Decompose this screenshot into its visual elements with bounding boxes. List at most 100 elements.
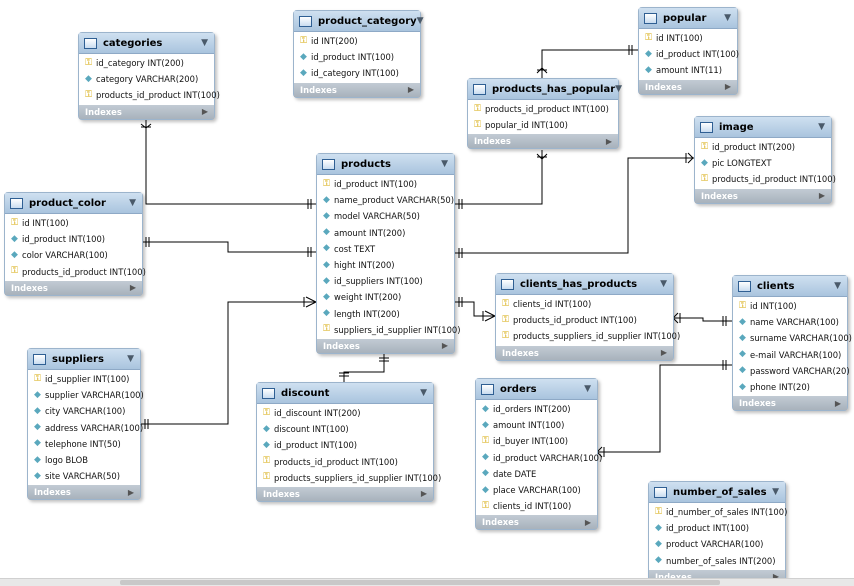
collapse-arrow-icon[interactable]: ▼ xyxy=(818,122,825,132)
column-row[interactable]: ⚿id_product INT(200) xyxy=(695,139,831,155)
column-row[interactable]: ◆category VARCHAR(200) xyxy=(79,71,214,87)
column-row[interactable]: ⚿id INT(200) xyxy=(294,33,420,49)
table-discount[interactable]: discount▼⚿id_discount INT(200)◆discount … xyxy=(256,382,441,502)
indexes-section[interactable]: Indexes▶ xyxy=(695,188,831,203)
column-row[interactable]: ◆id_product INT(100) xyxy=(257,437,433,453)
table-header[interactable]: product_category▼ xyxy=(294,11,424,32)
indexes-section[interactable]: Indexes▶ xyxy=(28,485,140,500)
column-row[interactable]: ⚿products_id_product INT(100) xyxy=(468,101,618,117)
column-row[interactable]: ⚿clients_id INT(100) xyxy=(476,498,597,514)
column-row[interactable]: ◆site VARCHAR(50) xyxy=(28,468,140,484)
column-row[interactable]: ◆id_product INT(100) xyxy=(649,520,785,536)
column-row[interactable]: ◆e-mail VARCHAR(100) xyxy=(733,347,847,363)
column-row[interactable]: ⚿id INT(100) xyxy=(5,215,142,231)
horizontal-scrollbar[interactable] xyxy=(0,578,854,586)
table-header[interactable]: orders▼ xyxy=(476,379,597,400)
expand-arrow-icon[interactable]: ▶ xyxy=(129,283,136,293)
collapse-arrow-icon[interactable]: ▼ xyxy=(660,279,667,289)
table-header[interactable]: clients_has_products▼ xyxy=(496,274,673,295)
table-products-has-popular[interactable]: products_has_popular▼⚿products_id_produc… xyxy=(467,78,622,150)
indexes-section[interactable]: Indexes▶ xyxy=(5,280,142,295)
table-popular[interactable]: popular▼⚿id INT(100)◆id_product INT(100)… xyxy=(638,7,739,95)
column-row[interactable]: ⚿id_number_of_sales INT(100) xyxy=(649,504,787,520)
table-header[interactable]: products_has_popular▼ xyxy=(468,79,622,100)
column-row[interactable]: ◆id_product INT(100) xyxy=(639,46,739,62)
table-number-of-sales[interactable]: number_of_sales▼⚿id_number_of_sales INT(… xyxy=(648,481,787,585)
column-row[interactable]: ◆place VARCHAR(100) xyxy=(476,482,597,498)
column-row[interactable]: ◆surname VARCHAR(100) xyxy=(733,330,852,346)
table-suppliers[interactable]: suppliers▼⚿id_supplier INT(100)◆supplier… xyxy=(27,348,144,501)
column-row[interactable]: ◆id_orders INT(200) xyxy=(476,401,597,417)
column-row[interactable]: ◆id_suppliers INT(100) xyxy=(317,273,454,289)
indexes-section[interactable]: Indexes▶ xyxy=(79,104,214,119)
table-image[interactable]: image▼⚿id_product INT(200)◆pic LONGTEXT⚿… xyxy=(694,116,836,204)
collapse-arrow-icon[interactable]: ▼ xyxy=(420,388,427,398)
collapse-arrow-icon[interactable]: ▼ xyxy=(615,84,623,94)
column-row[interactable]: ◆length INT(200) xyxy=(317,306,454,322)
expand-arrow-icon[interactable]: ▶ xyxy=(127,487,134,497)
table-header[interactable]: categories▼ xyxy=(79,33,214,54)
expand-arrow-icon[interactable]: ▶ xyxy=(420,489,427,499)
column-row[interactable]: ◆id_product INT(100) xyxy=(294,49,420,65)
table-orders[interactable]: orders▼◆id_orders INT(200)◆amount INT(10… xyxy=(475,378,602,531)
expand-arrow-icon[interactable]: ▶ xyxy=(818,191,825,201)
scrollbar-thumb[interactable] xyxy=(120,580,720,585)
indexes-section[interactable]: Indexes▶ xyxy=(733,396,847,411)
table-products[interactable]: products▼⚿id_product INT(100)◆name_produ… xyxy=(316,153,461,354)
column-row[interactable]: ⚿products_suppliers_id_supplier INT(100) xyxy=(257,470,441,486)
column-row[interactable]: ◆password VARCHAR(20) xyxy=(733,363,850,379)
expand-arrow-icon[interactable]: ▶ xyxy=(605,136,612,146)
expand-arrow-icon[interactable]: ▶ xyxy=(441,341,448,351)
indexes-section[interactable]: Indexes▶ xyxy=(468,134,618,149)
column-row[interactable]: ⚿id_discount INT(200) xyxy=(257,405,433,421)
column-row[interactable]: ⚿id INT(100) xyxy=(733,298,847,314)
indexes-section[interactable]: Indexes▶ xyxy=(294,82,420,97)
column-row[interactable]: ⚿id_product INT(100) xyxy=(317,176,454,192)
column-row[interactable]: ◆city VARCHAR(100) xyxy=(28,403,140,419)
column-row[interactable]: ◆logo BLOB xyxy=(28,452,140,468)
table-product-color[interactable]: product_color▼⚿id INT(100)◆id_product IN… xyxy=(4,192,146,296)
column-row[interactable]: ◆product VARCHAR(100) xyxy=(649,536,785,552)
column-row[interactable]: ◆color VARCHAR(100) xyxy=(5,247,142,263)
column-row[interactable]: ◆model VARCHAR(50) xyxy=(317,208,454,224)
column-row[interactable]: ⚿clients_id INT(100) xyxy=(496,296,673,312)
table-header[interactable]: products▼ xyxy=(317,154,454,175)
column-row[interactable]: ◆telephone INT(50) xyxy=(28,436,140,452)
expand-arrow-icon[interactable]: ▶ xyxy=(834,398,841,408)
table-header[interactable]: popular▼ xyxy=(639,8,737,29)
column-row[interactable]: ◆cost TEXT xyxy=(317,241,454,257)
indexes-section[interactable]: Indexes▶ xyxy=(257,486,433,501)
column-row[interactable]: ◆address VARCHAR(100) xyxy=(28,420,143,436)
expand-arrow-icon[interactable]: ▶ xyxy=(584,517,591,527)
table-header[interactable]: product_color▼ xyxy=(5,193,142,214)
column-row[interactable]: ◆name VARCHAR(100) xyxy=(733,314,847,330)
column-row[interactable]: ⚿popular_id INT(100) xyxy=(468,117,618,133)
column-row[interactable]: ⚿products_id_product INT(100) xyxy=(257,454,433,470)
column-row[interactable]: ◆id_product INT(100) xyxy=(5,231,142,247)
column-row[interactable]: ◆id_category INT(100) xyxy=(294,65,420,81)
table-header[interactable]: discount▼ xyxy=(257,383,433,404)
collapse-arrow-icon[interactable]: ▼ xyxy=(772,487,779,497)
expand-arrow-icon[interactable]: ▶ xyxy=(724,82,731,92)
table-clients-has-products[interactable]: clients_has_products▼⚿clients_id INT(100… xyxy=(495,273,680,361)
table-clients[interactable]: clients▼⚿id INT(100)◆name VARCHAR(100)◆s… xyxy=(732,275,852,412)
table-header[interactable]: clients▼ xyxy=(733,276,847,297)
collapse-arrow-icon[interactable]: ▼ xyxy=(129,198,136,208)
indexes-section[interactable]: Indexes▶ xyxy=(476,515,597,530)
column-row[interactable]: ◆amount INT(200) xyxy=(317,225,454,241)
column-row[interactable]: ⚿id_supplier INT(100) xyxy=(28,371,140,387)
column-row[interactable]: ⚿id INT(100) xyxy=(639,30,737,46)
collapse-arrow-icon[interactable]: ▼ xyxy=(127,354,134,364)
column-row[interactable]: ◆supplier VARCHAR(100) xyxy=(28,387,144,403)
column-row[interactable]: ◆hight INT(200) xyxy=(317,257,454,273)
collapse-arrow-icon[interactable]: ▼ xyxy=(834,281,841,291)
collapse-arrow-icon[interactable]: ▼ xyxy=(584,384,591,394)
column-row[interactable]: ⚿products_id_product INT(100) xyxy=(79,87,220,103)
collapse-arrow-icon[interactable]: ▼ xyxy=(441,159,448,169)
column-row[interactable]: ⚿products_suppliers_id_supplier INT(100) xyxy=(496,328,680,344)
column-row[interactable]: ◆name_product VARCHAR(50) xyxy=(317,192,454,208)
column-row[interactable]: ⚿products_id_product INT(100) xyxy=(496,312,673,328)
collapse-arrow-icon[interactable]: ▼ xyxy=(724,13,731,23)
collapse-arrow-icon[interactable]: ▼ xyxy=(416,16,424,26)
table-header[interactable]: suppliers▼ xyxy=(28,349,140,370)
